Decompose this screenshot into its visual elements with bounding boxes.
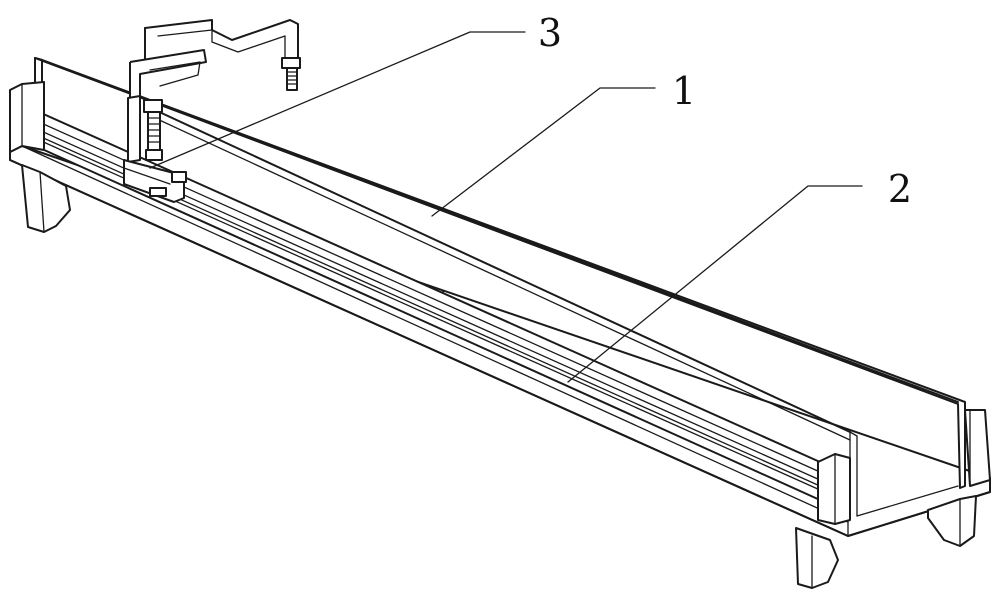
stray-mark [442, 291, 444, 293]
gantry-clamp [123, 19, 301, 203]
end-block-front [817, 453, 851, 525]
end-post-right [964, 409, 991, 487]
leader-line-2 [567, 185, 863, 383]
label-3: 3 [538, 11, 562, 55]
support-leg-back-left [21, 164, 71, 233]
support-leg-front-right [927, 495, 977, 547]
support-leg-front-left [795, 527, 839, 589]
leader-lines [149, 31, 863, 383]
end-post-left [9, 81, 45, 153]
leader-line-1 [431, 87, 656, 217]
label-1: 1 [672, 69, 696, 113]
leader-line-3 [149, 31, 526, 169]
label-2: 2 [888, 167, 912, 211]
